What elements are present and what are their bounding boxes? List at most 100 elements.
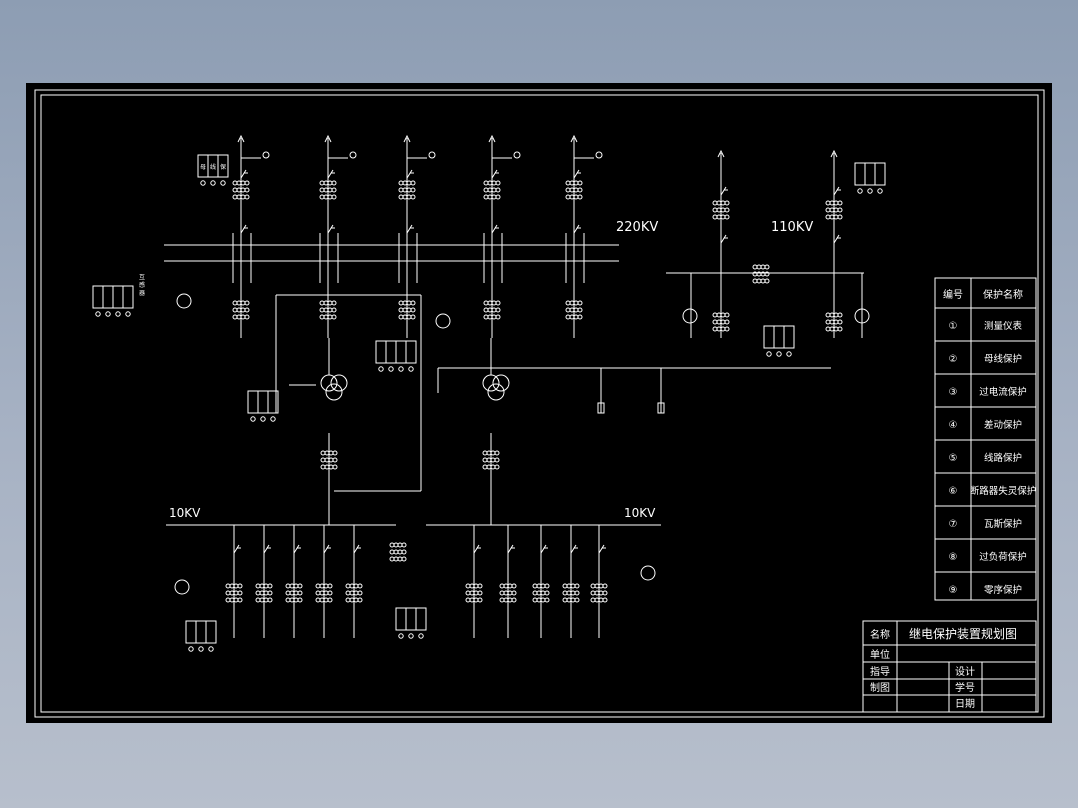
relay-terminal (210, 180, 216, 186)
breaker-blade (353, 544, 360, 554)
potential-transformer (435, 313, 451, 329)
ct-coil (577, 314, 583, 320)
ct-coil (315, 597, 321, 603)
ct-coil (536, 590, 542, 596)
ct-coil (540, 597, 546, 603)
ct-coil (402, 314, 408, 320)
relay-terminal (418, 633, 424, 639)
ct-coil (495, 194, 501, 200)
ct-coil (829, 326, 835, 332)
legend-row-name: 差动保护 (984, 419, 1022, 431)
ct-coil (353, 590, 359, 596)
ct-coil (331, 187, 337, 193)
ct-coil (267, 583, 273, 589)
breaker (573, 169, 581, 179)
current-transformer (825, 312, 843, 332)
ct-coil (398, 314, 404, 320)
ct-coil (285, 590, 291, 596)
relay-terminal (198, 646, 204, 652)
relay-column-label: 保 (220, 163, 226, 171)
ct-coil (569, 314, 575, 320)
ct-coil (491, 180, 497, 186)
ct-side-label: 器 (139, 290, 145, 297)
ct-coil (331, 300, 337, 306)
ct-coil (532, 590, 538, 596)
ct-coil (255, 597, 261, 603)
relay-terminal (766, 351, 772, 357)
ct-coil (573, 180, 579, 186)
ct-coil (598, 597, 604, 603)
current-transformer (565, 300, 583, 320)
ct-coil (598, 583, 604, 589)
ct-coil (570, 590, 576, 596)
ct-coil (259, 590, 265, 596)
breaker (720, 234, 728, 244)
relay-terminal (877, 188, 883, 194)
relay-box-frame (395, 607, 427, 631)
ct-coil (494, 457, 500, 463)
ct-coil (566, 583, 572, 589)
breaker (406, 169, 414, 179)
relay-terminal (867, 188, 873, 194)
ct-coil (240, 314, 246, 320)
title-student-no-label: 学号 (955, 681, 975, 694)
ct-coil (397, 549, 403, 555)
ct-coil (756, 278, 762, 284)
ct-coil (829, 319, 835, 325)
ct-coil (289, 597, 295, 603)
breaker (240, 169, 248, 179)
ct-coil (327, 300, 333, 306)
relay-box (197, 154, 229, 186)
ct-coil (232, 300, 238, 306)
ct-coil (393, 556, 399, 562)
ct-coil (829, 214, 835, 220)
ct-coil (319, 314, 325, 320)
ct-coil (577, 300, 583, 306)
ct-coil (236, 194, 242, 200)
feeders-220kv (232, 134, 603, 338)
ct-side-label: 感 (139, 281, 145, 289)
feeder-cap (262, 151, 270, 159)
legend-row-number: ③ (949, 387, 958, 398)
ct-coil (577, 307, 583, 313)
ct-coil (495, 187, 501, 193)
ct-coil (540, 583, 546, 589)
ct-coil (573, 314, 579, 320)
relay-terminal (398, 633, 404, 639)
legend-row-number: ⑤ (949, 453, 958, 464)
transformer-winding (487, 383, 505, 401)
ct-coil (712, 319, 718, 325)
ct-coil (293, 583, 299, 589)
potential-transformer (854, 308, 870, 324)
relay-terminal (786, 351, 792, 357)
ct-coil (494, 464, 500, 470)
breaker (406, 224, 414, 234)
ct-coil (594, 597, 600, 603)
transformer-winding (330, 374, 348, 392)
feeder-cap (595, 151, 603, 159)
ct-coil (833, 326, 839, 332)
ct-coil (332, 464, 338, 470)
ct-coil (319, 307, 325, 313)
ct-coil (357, 597, 363, 603)
ct-coil (327, 597, 333, 603)
transformer-winding (325, 383, 343, 401)
ct-coil (499, 583, 505, 589)
breaker-blade (327, 224, 334, 234)
ct-coil (229, 590, 235, 596)
relay-terminal (408, 366, 414, 372)
legend-row-number: ⑦ (949, 519, 958, 530)
current-transformer (319, 300, 337, 320)
ct-coil (410, 300, 416, 306)
ct-coil (716, 312, 722, 318)
ct-coil (232, 187, 238, 193)
ct-coil (319, 187, 325, 193)
ct-coil (473, 583, 479, 589)
potential-transformer (174, 579, 190, 595)
ct-coil (486, 457, 492, 463)
ct-coil (327, 314, 333, 320)
current-transformer (482, 450, 500, 470)
